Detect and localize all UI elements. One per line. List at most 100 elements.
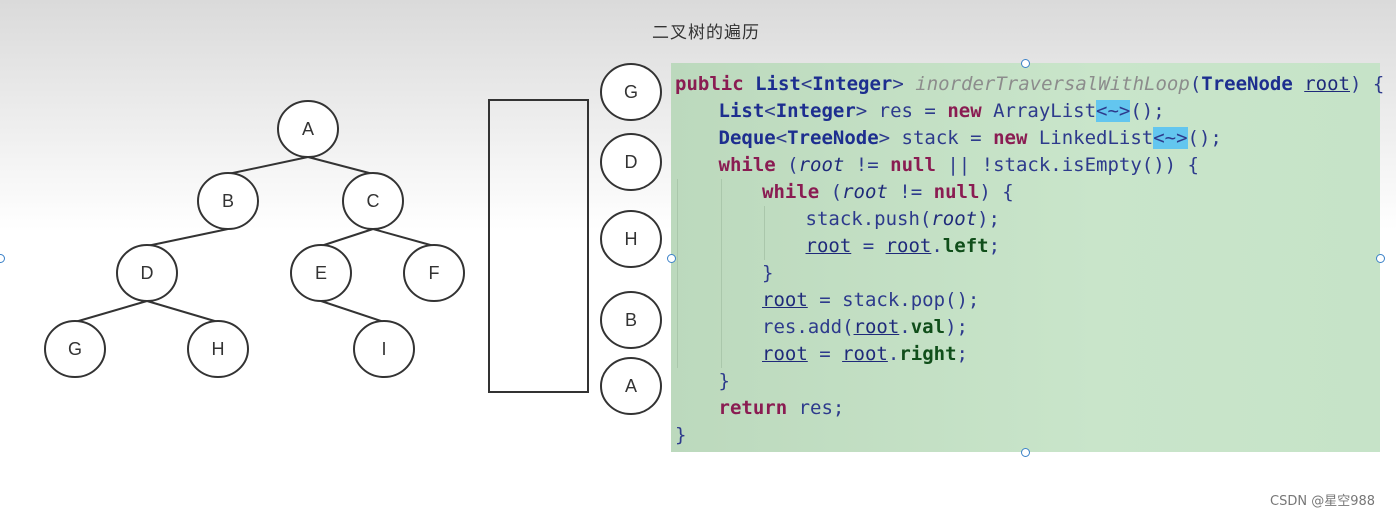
stack-node-label: B bbox=[625, 310, 637, 330]
code-token: public bbox=[675, 73, 756, 95]
tree-node-f bbox=[403, 244, 465, 302]
stack-node-label: H bbox=[625, 229, 638, 249]
code-token: List bbox=[755, 73, 801, 95]
code-token: right bbox=[899, 343, 957, 365]
code-token: } bbox=[675, 424, 687, 446]
code-token: res; bbox=[798, 397, 845, 419]
code-token: > bbox=[892, 73, 916, 95]
stack-node-label: G bbox=[624, 82, 638, 102]
code-token: Integer bbox=[775, 100, 856, 122]
stack-container-box bbox=[488, 99, 589, 393]
watermark: CSDN @星空988 bbox=[1270, 494, 1376, 509]
code-token: while bbox=[718, 154, 788, 176]
selection-handle-far-left[interactable] bbox=[0, 254, 5, 263]
code-token: } bbox=[718, 370, 730, 392]
indent-guide bbox=[720, 233, 722, 260]
code-token: TreeNode bbox=[1201, 73, 1305, 95]
code-line-3: Deque<TreeNode> stack = new LinkedList<~… bbox=[719, 125, 1222, 152]
code-token: ) { bbox=[1349, 73, 1385, 95]
code-token: ) { bbox=[979, 181, 1014, 203]
code-token: . bbox=[899, 316, 911, 338]
tree-edge-d-g bbox=[74, 300, 148, 323]
stack-node-label: D bbox=[625, 152, 638, 172]
tree-edge-c-f bbox=[372, 228, 435, 247]
code-token: ( bbox=[787, 154, 799, 176]
code-line-7: root = root.left; bbox=[806, 233, 1001, 260]
code-token: <~> bbox=[1096, 100, 1131, 122]
code-token: root bbox=[762, 289, 808, 311]
page-title: 二叉树的遍历 bbox=[652, 23, 760, 43]
indent-guide bbox=[677, 179, 678, 206]
code-token: null bbox=[933, 181, 980, 203]
indent-guide bbox=[677, 341, 678, 368]
code-token: . bbox=[931, 235, 943, 257]
code-token: root bbox=[805, 235, 852, 257]
indent-guide bbox=[720, 341, 722, 368]
tree-edge-d-h bbox=[146, 300, 219, 323]
code-line-4: while (root != null || !stack.isEmpty())… bbox=[719, 152, 1200, 179]
indent-guide bbox=[764, 206, 765, 233]
stack-node-1 bbox=[600, 133, 662, 191]
tree-edge-b-d bbox=[146, 228, 229, 247]
indent-guide bbox=[677, 287, 678, 314]
stack-node-3 bbox=[600, 291, 662, 349]
code-line-9: root = stack.pop(); bbox=[762, 287, 979, 314]
code-token: Integer bbox=[812, 73, 893, 95]
selection-handle-right[interactable] bbox=[1376, 254, 1385, 263]
code-panel[interactable]: public List<Integer> inorderTraversalWit… bbox=[671, 63, 1384, 452]
indent-guide bbox=[720, 287, 722, 314]
code-line-2: List<Integer> res = new ArrayList<~>(); bbox=[719, 98, 1165, 125]
indent-guide bbox=[677, 233, 678, 260]
tree-node-label: H bbox=[212, 339, 225, 359]
indent-guide bbox=[677, 260, 678, 287]
code-token: root bbox=[1304, 73, 1350, 95]
code-token: Deque bbox=[718, 127, 776, 149]
tree-node-label: C bbox=[367, 191, 380, 211]
code-token: LinkedList bbox=[1038, 127, 1154, 149]
selection-handle-bottom[interactable] bbox=[1021, 448, 1030, 457]
code-token: left bbox=[942, 235, 989, 257]
code-token: ); bbox=[977, 208, 1000, 230]
indent-guide bbox=[764, 233, 765, 260]
code-token: root bbox=[798, 154, 845, 176]
indent-guide bbox=[720, 179, 722, 206]
code-token: } bbox=[762, 262, 774, 284]
tree-node-label: E bbox=[315, 263, 327, 283]
code-line-8: } bbox=[762, 260, 773, 287]
selection-handle-left[interactable] bbox=[667, 254, 676, 263]
code-token: > res = bbox=[855, 100, 948, 122]
code-token: null bbox=[890, 154, 936, 176]
selection-handle-top[interactable] bbox=[1021, 59, 1030, 68]
stack-node-2 bbox=[600, 210, 662, 268]
tree-node-b bbox=[197, 172, 259, 230]
code-token: root bbox=[853, 316, 900, 338]
code-token: root bbox=[842, 181, 888, 203]
code-line-11: root = root.right; bbox=[762, 341, 968, 368]
stack-node-label: A bbox=[625, 376, 637, 396]
code-token: root bbox=[762, 343, 808, 365]
tree-node-e bbox=[290, 244, 352, 302]
tree-edges bbox=[74, 156, 435, 323]
code-token: new bbox=[993, 127, 1039, 149]
code-token: ; bbox=[956, 343, 968, 365]
indent-guide bbox=[720, 260, 722, 287]
tree-node-label: F bbox=[429, 263, 440, 283]
code-token: while bbox=[762, 181, 831, 203]
stack-node-4 bbox=[600, 357, 662, 415]
code-token: res.add( bbox=[762, 316, 854, 338]
code-token: != bbox=[887, 181, 934, 203]
code-line-1: public List<Integer> inorderTraversalWit… bbox=[675, 71, 1384, 98]
code-token: < bbox=[800, 73, 813, 95]
code-token: != bbox=[844, 154, 891, 176]
code-token: <~> bbox=[1153, 127, 1188, 149]
tree-edge-e-i bbox=[320, 300, 385, 323]
code-line-10: res.add(root.val); bbox=[762, 314, 968, 341]
code-token: root bbox=[885, 235, 932, 257]
tree-node-h bbox=[187, 320, 249, 378]
code-token: List bbox=[718, 100, 765, 122]
code-token: ( bbox=[830, 181, 843, 203]
code-token: (); bbox=[1130, 100, 1165, 122]
code-token: = stack.pop(); bbox=[807, 289, 980, 311]
indent-guide bbox=[720, 206, 722, 233]
